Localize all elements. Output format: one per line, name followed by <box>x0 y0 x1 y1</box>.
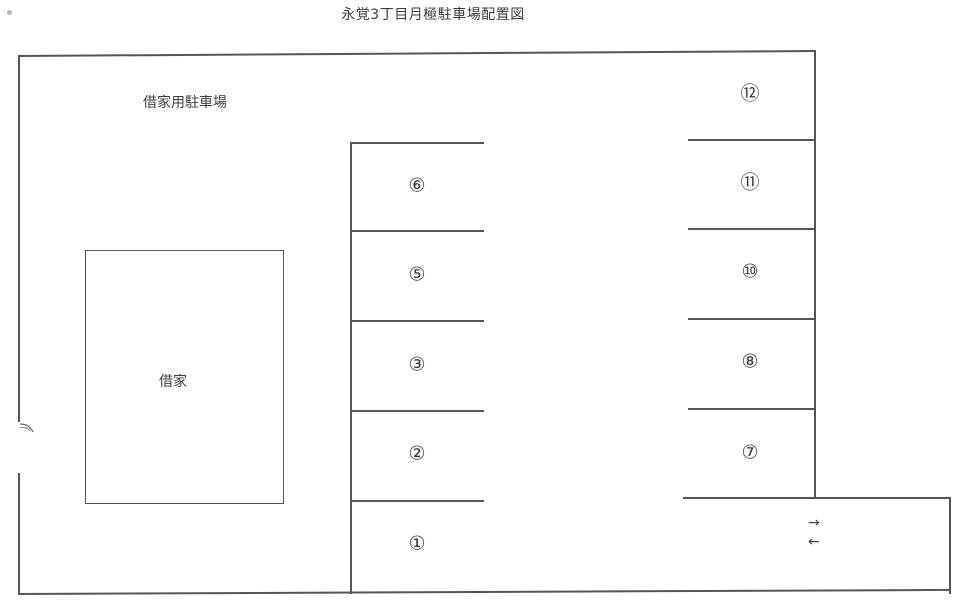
right-spot-line <box>688 228 815 230</box>
parking-spot-5[interactable]: ⑤ <box>408 263 426 286</box>
boundary-right <box>814 50 816 497</box>
diagram-title: 永覚3丁目月極駐車場配置図 <box>0 4 976 24</box>
entrance-right-edge <box>949 497 951 594</box>
parking-spot-8[interactable]: ⑧ <box>741 350 759 373</box>
tenant-parking-label: 借家用駐車場 <box>143 95 227 111</box>
scan-speck <box>7 10 12 15</box>
entry-arrow-icon: → <box>808 515 820 531</box>
parking-spot-6[interactable]: ⑥ <box>408 174 426 197</box>
rental-house <box>85 250 284 504</box>
parking-spot-10[interactable]: ⑩ <box>741 260 759 283</box>
boundary-left-lower <box>18 473 20 594</box>
left-spot-line <box>350 142 484 144</box>
right-spot-line <box>688 408 815 410</box>
door-swing-icon <box>19 423 34 433</box>
parking-spot-7[interactable]: ⑦ <box>741 441 759 464</box>
boundary-top <box>17 49 815 57</box>
parking-spot-3[interactable]: ③ <box>408 353 426 376</box>
parking-spot-12[interactable]: ⑫ <box>740 82 760 105</box>
parking-spot-2[interactable]: ② <box>408 442 426 465</box>
parking-spot-11[interactable]: ⑪ <box>740 171 760 194</box>
left-column-divider <box>350 143 352 594</box>
entrance-top-edge <box>683 497 951 499</box>
right-spot-line <box>688 139 815 141</box>
boundary-left-upper <box>18 55 20 422</box>
rental-house-label: 借家 <box>159 374 187 390</box>
left-spot-line <box>350 320 484 322</box>
exit-arrow-icon: ← <box>808 534 820 550</box>
right-spot-line <box>688 318 815 320</box>
left-spot-line <box>350 410 484 412</box>
diagram-title-text: 永覚3丁目月極駐車場配置図 <box>341 7 525 23</box>
left-spot-line <box>350 500 484 502</box>
left-spot-line <box>350 230 484 232</box>
boundary-bottom <box>17 588 951 595</box>
parking-spot-1[interactable]: ① <box>408 532 426 555</box>
